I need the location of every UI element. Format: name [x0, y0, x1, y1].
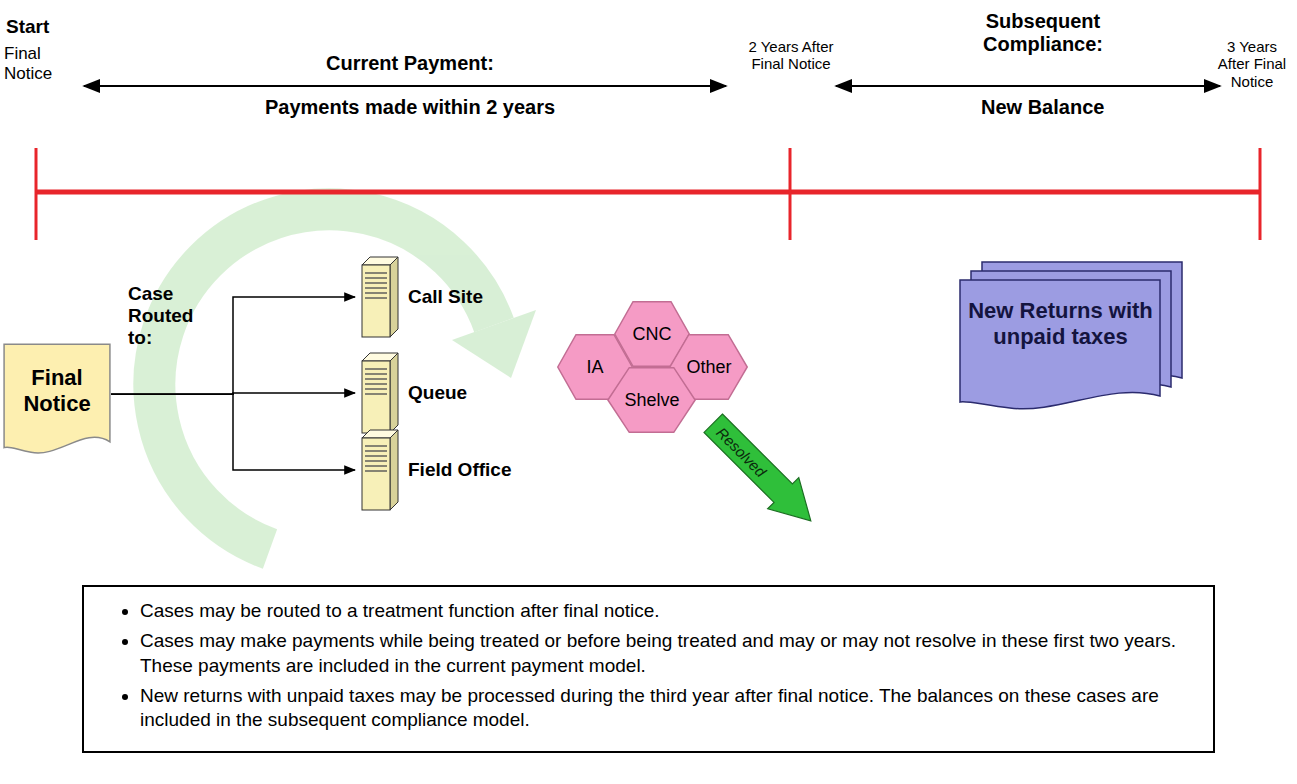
server-slot — [365, 368, 387, 369]
timeline-label: Start — [6, 16, 49, 38]
document-fill — [4, 344, 110, 453]
timeline-bar — [36, 190, 1261, 195]
routing-label: Case Routed to: — [128, 283, 210, 349]
server-front — [362, 265, 390, 337]
timeline-label: Current Payment: — [326, 52, 494, 75]
timeline-label: Subsequent Compliance: — [943, 10, 1143, 56]
node-label: Resolved — [714, 424, 770, 480]
server-icon-box: Call Site — [356, 255, 483, 339]
server-slot — [365, 383, 387, 384]
note-text: Cases may be routed to a treatment funct… — [140, 599, 1189, 623]
timeline-tick — [1259, 148, 1262, 240]
server-slot — [365, 465, 387, 466]
timeline-label: New Balance — [981, 96, 1104, 119]
server-slot — [365, 277, 387, 278]
server-icon — [356, 255, 400, 339]
document-stack: New Returns with unpaid taxes — [960, 262, 1185, 417]
server-slot — [365, 292, 387, 293]
hexagon-fill — [608, 368, 695, 433]
node-label: Queue — [400, 382, 467, 404]
hexagon: Shelve — [607, 367, 696, 433]
server-front — [362, 361, 390, 433]
resolved-arrow-fill — [698, 408, 827, 537]
server-slot — [365, 460, 387, 461]
server-slot — [365, 445, 387, 446]
server-slot — [365, 287, 387, 288]
server-side — [390, 257, 398, 337]
note-text: Cases may make payments while being trea… — [140, 629, 1189, 678]
node-label: Field Office — [400, 459, 511, 481]
server-slot — [365, 373, 387, 374]
server-slot — [365, 378, 387, 379]
server-slot — [365, 282, 387, 283]
server-slot — [365, 455, 387, 456]
node-label: Call Site — [400, 286, 483, 308]
timeline-tick — [789, 148, 792, 240]
cycle-arrow — [154, 209, 536, 549]
server-slot — [365, 388, 387, 389]
server-slot — [365, 393, 387, 394]
document-shape: Final Notice — [3, 343, 111, 458]
node-label: New Returns with unpaid taxes — [966, 298, 1155, 351]
timeline-label: Final Notice — [4, 44, 82, 83]
note-text: New returns with unpaid taxes may be pro… — [140, 684, 1189, 733]
node-label: Final Notice — [11, 365, 103, 418]
timeline-label: 2 Years After Final Notice — [744, 38, 838, 73]
node-label: Other — [686, 357, 731, 378]
document-page — [960, 280, 1160, 409]
cycle-arc — [154, 209, 494, 549]
routing-connector — [111, 394, 355, 470]
server-front — [362, 438, 390, 510]
timeline-label: Payments made within 2 years — [265, 96, 555, 119]
server-slot — [365, 470, 387, 471]
resolved-arrow: Resolved — [696, 406, 828, 538]
cycle-head — [452, 310, 536, 378]
server-slot — [365, 272, 387, 273]
node-label: CNC — [633, 324, 672, 345]
server-side — [390, 353, 398, 433]
timeline-label: 3 Years After Final Notice — [1212, 38, 1292, 90]
node-label: Shelve — [624, 390, 679, 411]
period-arrow — [836, 85, 1220, 87]
server-slot — [365, 297, 387, 298]
period-arrow — [84, 85, 726, 87]
server-icon-box: Queue — [356, 351, 467, 435]
node-label: IA — [586, 357, 603, 378]
notes-box: Cases may be routed to a treatment funct… — [82, 585, 1215, 753]
server-icon — [356, 428, 400, 512]
server-side — [390, 430, 398, 510]
server-icon-box: Field Office — [356, 428, 511, 512]
timeline-tick — [35, 148, 38, 240]
server-slot — [365, 450, 387, 451]
server-icon — [356, 351, 400, 435]
